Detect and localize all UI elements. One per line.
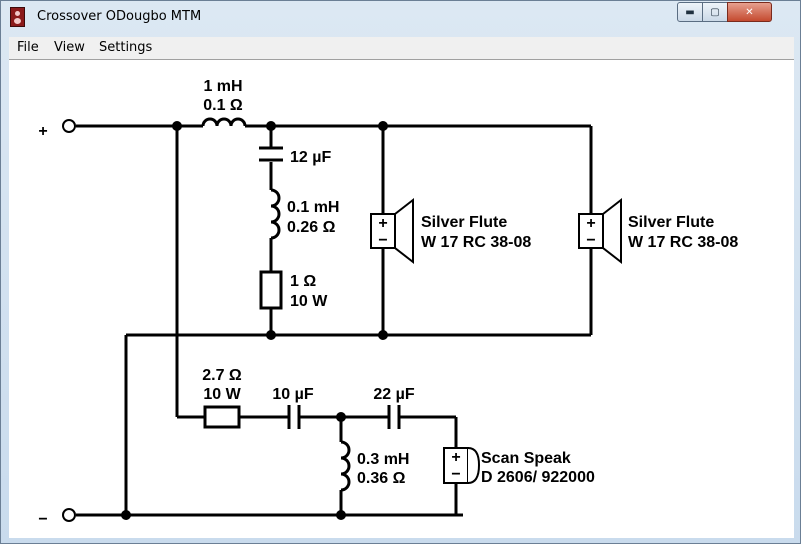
driver-body bbox=[578, 213, 604, 249]
menu-bar: File View Settings bbox=[9, 37, 794, 59]
inductor-l3[interactable] bbox=[340, 440, 351, 492]
l1-value: 1 mH bbox=[203, 78, 242, 95]
woofer-minus: − bbox=[451, 466, 460, 483]
c2-value: 10 µF bbox=[272, 386, 313, 403]
l1-resistance: 0.1 Ω bbox=[203, 97, 243, 114]
schematic-canvas: + − 1 mH 0.1 Ω 12 µF 0.1 mH 0.26 Ω 1 Ω 1… bbox=[9, 59, 794, 538]
inductor-l2[interactable] bbox=[270, 188, 281, 240]
driver-body bbox=[370, 213, 396, 249]
driver-body bbox=[443, 447, 469, 484]
l2-value: 0.1 mH bbox=[287, 199, 339, 216]
driver-cone bbox=[394, 197, 414, 265]
junction-dot bbox=[266, 121, 276, 131]
maximize-button[interactable]: ▢ bbox=[702, 2, 728, 22]
tweeter-2-name: Silver Flute bbox=[628, 214, 714, 231]
tweeter-2-model: W 17 RC 38-08 bbox=[628, 234, 738, 251]
negative-sign: − bbox=[38, 511, 47, 528]
r1-value: 1 Ω bbox=[290, 273, 316, 290]
r1-power: 10 W bbox=[290, 293, 328, 310]
l2-resistance: 0.26 Ω bbox=[287, 219, 336, 236]
c3-value: 22 µF bbox=[373, 386, 414, 403]
driver-cone bbox=[467, 447, 481, 484]
junction-dot bbox=[336, 510, 346, 520]
woofer-model: D 2606/ 922000 bbox=[481, 469, 595, 486]
menu-view[interactable]: View bbox=[54, 40, 85, 55]
tweeter-1[interactable] bbox=[370, 197, 414, 265]
positive-terminal bbox=[62, 119, 76, 133]
speaker-app-icon bbox=[10, 7, 25, 27]
junction-dot bbox=[336, 412, 346, 422]
l3-value: 0.3 mH bbox=[357, 451, 409, 468]
junction-dot bbox=[172, 121, 182, 131]
tweeter-2-plus: + bbox=[586, 215, 595, 232]
resistor-r2[interactable] bbox=[203, 405, 241, 429]
junction-dot bbox=[121, 510, 131, 520]
c1-value: 12 µF bbox=[290, 149, 331, 166]
woofer[interactable] bbox=[443, 447, 481, 484]
junction-dot bbox=[266, 330, 276, 340]
close-button[interactable]: ✕ bbox=[727, 2, 772, 22]
tweeter-1-name: Silver Flute bbox=[421, 214, 507, 231]
inductor-l1[interactable] bbox=[201, 117, 247, 127]
menu-file[interactable]: File bbox=[17, 40, 39, 55]
l3-resistance: 0.36 Ω bbox=[357, 470, 406, 487]
r2-value: 2.7 Ω bbox=[202, 367, 242, 384]
tweeter-1-plus: + bbox=[378, 215, 387, 232]
capacitor-c2[interactable] bbox=[287, 405, 301, 429]
tweeter-2[interactable] bbox=[578, 197, 622, 265]
junction-dot bbox=[378, 330, 388, 340]
tweeter-1-minus: − bbox=[378, 232, 387, 249]
positive-sign: + bbox=[38, 123, 47, 140]
minimize-button[interactable]: ▬ bbox=[677, 2, 703, 22]
driver-cone bbox=[602, 197, 622, 265]
resistor-r1[interactable] bbox=[259, 270, 283, 310]
r2-power: 10 W bbox=[203, 386, 241, 403]
capacitor-c1[interactable] bbox=[259, 146, 283, 162]
menu-settings[interactable]: Settings bbox=[99, 40, 153, 55]
woofer-plus: + bbox=[451, 449, 460, 466]
junction-dot bbox=[378, 121, 388, 131]
capacitor-c3[interactable] bbox=[387, 405, 401, 429]
title-bar[interactable]: Crossover ODougbo MTM ▬ ▢ ✕ bbox=[1, 1, 800, 33]
window-title: Crossover ODougbo MTM bbox=[37, 9, 202, 24]
tweeter-2-minus: − bbox=[586, 232, 595, 249]
woofer-name: Scan Speak bbox=[481, 450, 571, 467]
crossover-schematic: + − 1 mH 0.1 Ω 12 µF 0.1 mH 0.26 Ω 1 Ω 1… bbox=[38, 78, 738, 528]
negative-terminal bbox=[62, 508, 76, 522]
tweeter-1-model: W 17 RC 38-08 bbox=[421, 234, 531, 251]
